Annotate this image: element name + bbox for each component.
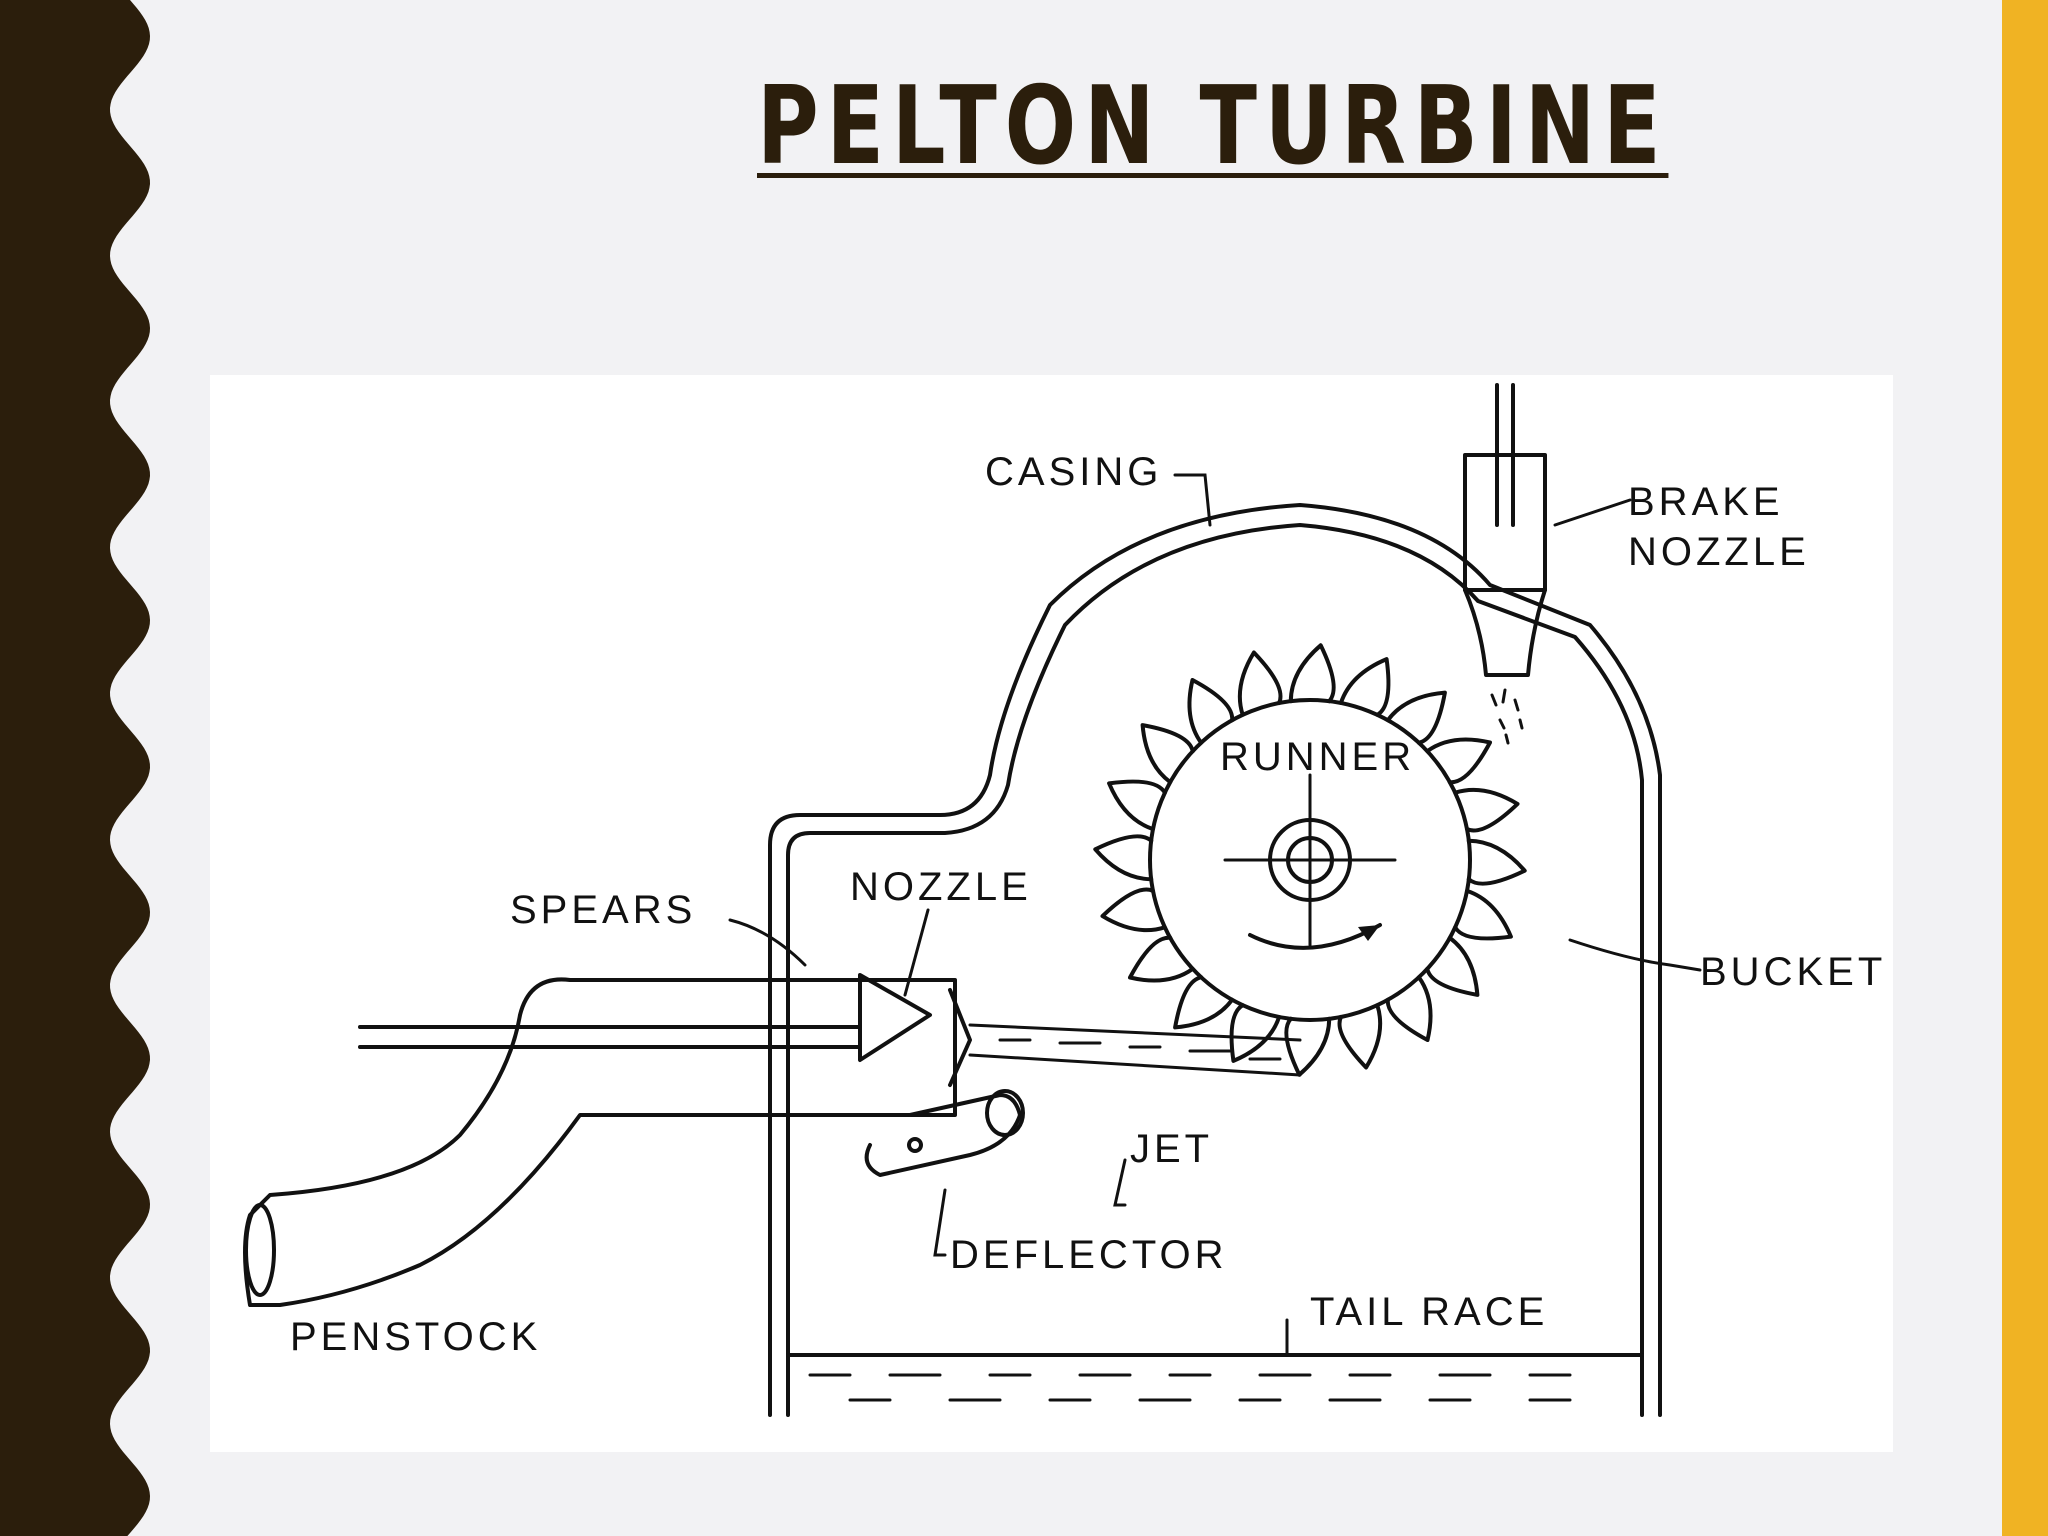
label-brake-nozzle-line1: BRAKE xyxy=(1628,480,1784,524)
label-deflector: DEFLECTOR xyxy=(950,1233,1228,1277)
bucket-20 xyxy=(1453,787,1520,833)
label-brake-nozzle-line2: NOZZLE xyxy=(1628,530,1810,574)
label-bucket: BUCKET xyxy=(1700,950,1886,994)
pelton-turbine-diagram: CASING BRAKE NOZZLE RUNNER NOZZLE SPEARS… xyxy=(210,375,1893,1452)
label-penstock: PENSTOCK xyxy=(290,1315,541,1359)
label-runner: RUNNER xyxy=(1220,735,1415,779)
label-spears: SPEARS xyxy=(510,888,696,932)
runner-wheel xyxy=(1148,698,1472,1022)
label-casing: CASING xyxy=(985,450,1162,494)
label-nozzle: NOZZLE xyxy=(850,865,1032,909)
casing-inner-wall xyxy=(786,523,1644,1417)
bucket-2 xyxy=(1453,888,1513,941)
penstock-drawing xyxy=(243,973,972,1307)
label-jet: JET xyxy=(1130,1127,1213,1171)
bucket-18 xyxy=(1385,690,1447,745)
bucket-17 xyxy=(1338,657,1391,717)
casing-outer-wall xyxy=(768,503,1662,1417)
leader-lines xyxy=(728,473,1702,1357)
bucket-6 xyxy=(1284,1016,1332,1077)
bucket-9 xyxy=(1128,935,1195,983)
diagram-drawing: CASING BRAKE NOZZLE RUNNER NOZZLE SPEARS… xyxy=(243,383,1886,1417)
label-tail-race: TAIL RACE xyxy=(1310,1290,1548,1334)
bucket-19 xyxy=(1425,737,1492,785)
bucket-5 xyxy=(1337,1003,1383,1070)
slide-title: PELTON TURBINE xyxy=(757,64,1669,189)
bucket-16 xyxy=(1288,643,1336,704)
water-jet xyxy=(968,1023,1302,1077)
tail-race-water xyxy=(786,1353,1644,1402)
bucket-3 xyxy=(1425,935,1480,997)
bucket-10 xyxy=(1100,887,1167,933)
bucket-12 xyxy=(1107,779,1167,832)
bucket-14 xyxy=(1187,678,1235,745)
bucket-15 xyxy=(1237,650,1283,717)
bucket-11 xyxy=(1093,834,1154,882)
right-accent-band xyxy=(2002,0,2048,1536)
bucket-4 xyxy=(1385,975,1433,1042)
runner-buckets xyxy=(1093,643,1527,1077)
bucket-1 xyxy=(1466,838,1527,886)
deflector-drawing xyxy=(864,1089,1025,1177)
bucket-8 xyxy=(1173,975,1235,1030)
bucket-7 xyxy=(1229,1003,1282,1063)
bucket-13 xyxy=(1140,723,1195,785)
brake-nozzle-drawing xyxy=(1463,383,1547,745)
wavy-left-band xyxy=(0,0,150,1536)
